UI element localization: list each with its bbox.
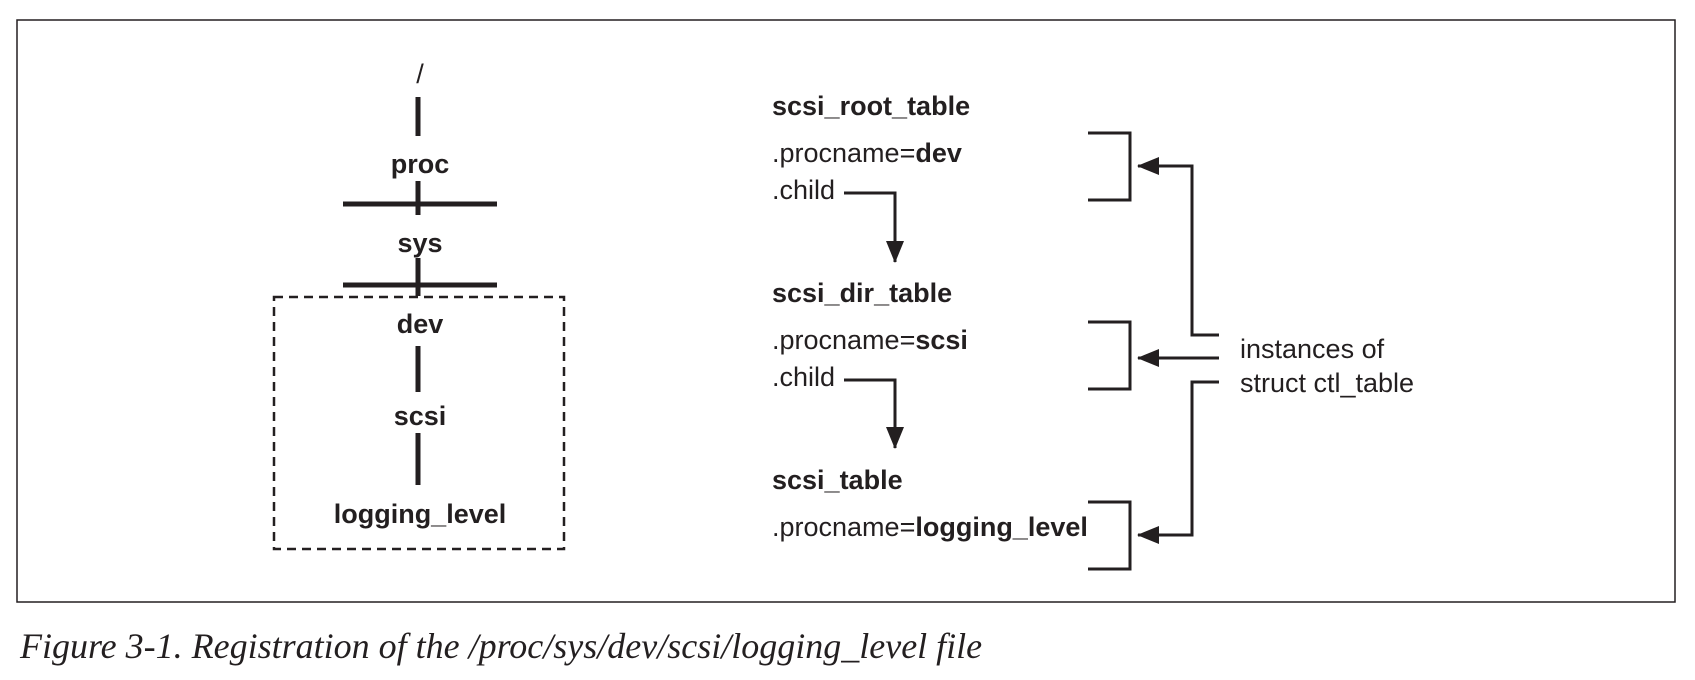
tree-node-proc: proc [391, 149, 450, 179]
table-bracket [1088, 320, 1132, 391]
procname-value: dev [915, 138, 962, 168]
procname-line: .procname=scsi [772, 325, 968, 355]
tree-node-logging-level: logging_level [334, 499, 507, 529]
procname-prefix: .procname= [772, 325, 915, 355]
table-bracket [1088, 500, 1132, 571]
child-arrow [844, 191, 904, 263]
table-bracket [1088, 131, 1132, 202]
procname-line: .procname=logging_level [772, 512, 1088, 542]
figure-caption: Figure 3-1. Registration of the /proc/sy… [19, 626, 982, 666]
annotation-arrow-top [1137, 157, 1219, 337]
ctl-table-scsi-table: scsi_table .procname=logging_level [772, 465, 1088, 542]
procname-prefix: .procname= [772, 138, 915, 168]
table-name: scsi_dir_table [772, 278, 952, 308]
child-field: .child [772, 362, 835, 392]
tree-node-root: / [416, 59, 424, 89]
child-field: .child [772, 175, 835, 205]
child-arrow [844, 378, 904, 449]
procname-value: scsi [915, 325, 968, 355]
tree-node-sys: sys [397, 228, 442, 258]
annotation-line-2: struct ctl_table [1240, 368, 1414, 398]
annotation-line-1: instances of [1240, 334, 1385, 364]
procname-value: logging_level [915, 512, 1088, 542]
tree-node-scsi: scsi [394, 401, 447, 431]
table-name: scsi_root_table [772, 91, 970, 121]
procname-line: .procname=dev [772, 138, 962, 168]
ctl-table-scsi-dir-table: scsi_dir_table .procname=scsi .child [772, 278, 968, 392]
procname-prefix: .procname= [772, 512, 915, 542]
table-name: scsi_table [772, 465, 903, 495]
path-tree: / proc sys dev scsi logging_level [272, 59, 566, 551]
figure-border [16, 19, 1676, 603]
ctl-table-scsi-root-table: scsi_root_table .procname=dev .child [772, 91, 970, 205]
tree-node-dev: dev [397, 309, 444, 339]
annotation-arrow-bottom [1137, 380, 1219, 544]
